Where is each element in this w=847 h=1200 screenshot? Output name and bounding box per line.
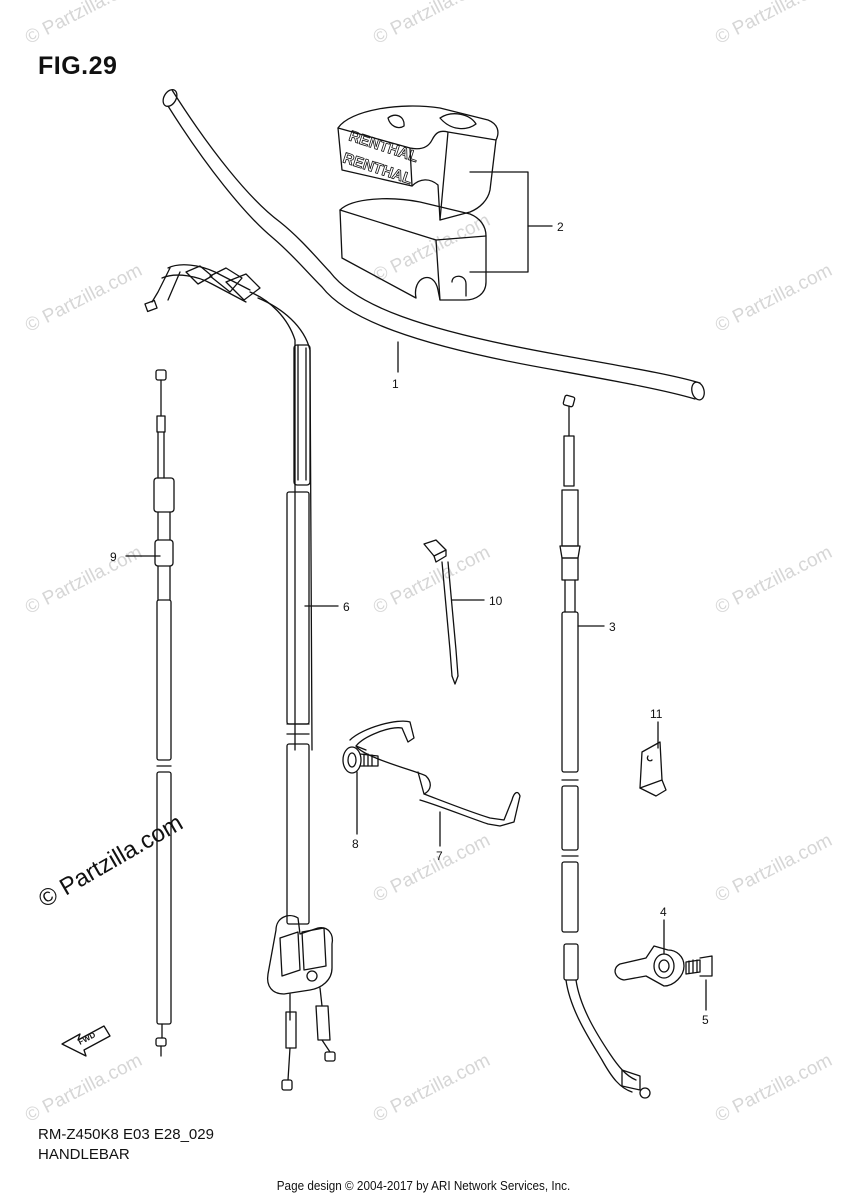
holder-bracket-part [614,945,685,987]
clutch-cable-part [559,394,651,1099]
callout-8: 8 [352,837,359,851]
handlebar-pad-part [337,105,499,301]
clamp-part [639,741,667,797]
handlebar-part [162,88,705,401]
callout-7: 7 [436,849,443,863]
fwd-arrow [61,1025,111,1057]
callout-6: 6 [343,600,350,614]
bolt-part [342,746,379,774]
callout-5: 5 [702,1013,709,1027]
model-code: RM-Z450K8 E03 E28_029 [38,1126,214,1143]
figure-title: FIG.29 [38,52,118,80]
callout-10: 10 [489,594,503,608]
throttle-cable-part [144,264,336,1091]
callout-11: 11 [650,707,663,721]
cable-tie-part [423,539,459,685]
wire-bracket-part [349,720,521,827]
callout-4: 4 [660,905,667,919]
callout-1: 1 [392,377,399,391]
section-name: HANDLEBAR [38,1146,130,1163]
page-credit: Page design © 2004-2017 by ARI Network S… [276,1178,571,1193]
bolt-small-part [685,955,713,977]
callout-2: 2 [557,220,564,234]
callout-9: 9 [110,550,117,564]
callout-3: 3 [609,620,616,634]
hotstart-cable-part [153,369,175,1057]
